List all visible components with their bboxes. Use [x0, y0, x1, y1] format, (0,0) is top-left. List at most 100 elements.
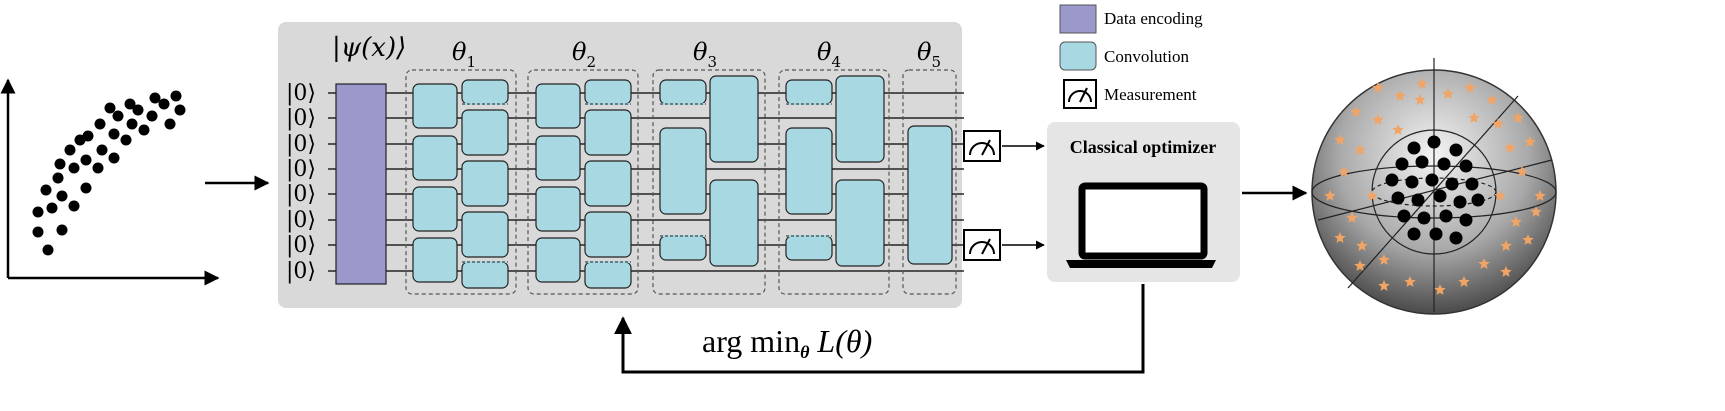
theta-5-label: θ5 — [917, 38, 941, 71]
scatter-point — [112, 110, 124, 122]
qubit-ket-label: |0⟩ — [286, 106, 316, 131]
scatter-point — [170, 90, 182, 102]
scatter-point — [56, 224, 68, 236]
classical-optimizer-panel: Classical optimizer — [1047, 122, 1240, 282]
sphere-dot — [1437, 157, 1451, 171]
scatter-point — [80, 154, 92, 166]
sphere-dot — [1415, 155, 1429, 169]
sphere-dot — [1459, 213, 1473, 227]
star-point — [1510, 216, 1522, 227]
convolution-gate — [584, 160, 632, 207]
sphere-dot — [1425, 173, 1439, 187]
feedback-loop: arg minθ L(θ) — [614, 284, 1145, 374]
star-point — [1404, 276, 1416, 287]
layer-5-box — [902, 69, 957, 295]
convolution-gates — [412, 75, 953, 289]
scatter-point — [120, 134, 132, 146]
star-point — [1504, 142, 1516, 153]
star-point — [1464, 82, 1476, 93]
quantum-circuit-panel: |ψ(x)⟩ θ1 θ2 θ3 θ4 θ5 |0⟩|0⟩|0⟩|0⟩|0⟩|0⟩… — [278, 22, 1001, 308]
sphere-dot — [1459, 159, 1473, 173]
scatter-point — [174, 104, 186, 116]
star-point — [1392, 124, 1404, 135]
theta-labels: θ1 θ2 θ3 θ4 θ5 — [452, 38, 941, 71]
layer-1-box — [405, 69, 517, 295]
star-point — [1350, 106, 1362, 117]
scatter-point — [80, 182, 92, 194]
qubit-ket-label: |0⟩ — [286, 233, 316, 258]
scatter-point — [108, 152, 120, 164]
scatter-point — [104, 102, 116, 114]
scatter-point — [64, 144, 76, 156]
star-point — [1524, 136, 1536, 147]
layer-4-box — [778, 69, 890, 295]
star-point — [1516, 166, 1528, 177]
star-point — [1500, 266, 1512, 277]
scatter-point — [56, 190, 68, 202]
star-point — [1372, 82, 1384, 93]
convolution-swatch — [1059, 41, 1097, 71]
data-encoding-swatch — [1059, 4, 1097, 34]
star-point — [1372, 114, 1384, 125]
scatter-point — [54, 158, 66, 170]
star-point — [1338, 166, 1350, 177]
theta-1-label: θ1 — [452, 38, 476, 71]
sphere-dot — [1427, 135, 1441, 149]
scatter-point — [42, 244, 54, 256]
convolution-gate — [535, 186, 581, 232]
star-point — [1366, 190, 1378, 201]
sphere-dot — [1407, 227, 1421, 241]
qubit-ket-label: |0⟩ — [286, 208, 316, 233]
sphere-dot — [1445, 177, 1459, 191]
sphere-dot — [1465, 177, 1479, 191]
star-point — [1512, 112, 1524, 123]
sphere-dot — [1397, 209, 1411, 223]
legend-data-encoding-label: Data encoding — [1104, 9, 1203, 28]
legend: Data encoding Convolution Measurement — [1059, 4, 1203, 109]
convolution-gate — [709, 179, 759, 267]
scatter-point — [40, 184, 52, 196]
convolution-gate — [535, 135, 581, 181]
convolution-gate — [461, 261, 509, 289]
scatter-point — [74, 134, 86, 146]
sphere-dot — [1453, 195, 1467, 209]
star-point — [1442, 88, 1454, 99]
convolution-gate — [709, 75, 759, 163]
layer-boxes — [405, 69, 957, 295]
qubit-initial-states: |0⟩|0⟩|0⟩|0⟩|0⟩|0⟩|0⟩|0⟩ — [286, 81, 316, 284]
scatter-point — [46, 202, 58, 214]
sphere-dot — [1439, 209, 1453, 223]
class-b-stars — [1324, 78, 1546, 295]
star-point — [1486, 94, 1498, 105]
star-point — [1378, 280, 1390, 291]
star-point — [1522, 234, 1534, 245]
sphere-dot — [1385, 173, 1399, 187]
legend-convolution-label: Convolution — [1104, 47, 1190, 66]
qubit-ket-label: |0⟩ — [286, 132, 316, 157]
scatter-point — [126, 118, 138, 130]
convolution-gate — [535, 83, 581, 129]
star-point — [1434, 284, 1446, 295]
convolution-gate — [659, 127, 707, 215]
star-point — [1394, 90, 1406, 101]
sphere-dot — [1391, 191, 1405, 205]
encoding-state-label: |ψ(x)⟩ — [332, 33, 406, 63]
convolution-gate — [412, 186, 458, 232]
convolution-gate — [461, 160, 509, 207]
star-point — [1356, 240, 1368, 251]
convolution-gate — [584, 261, 632, 289]
classification-sphere — [1311, 58, 1557, 315]
convolution-gate — [412, 237, 458, 283]
input-scatter-plot — [0, 78, 220, 286]
sphere-dot — [1407, 141, 1421, 155]
data-encoding-block — [335, 83, 387, 285]
sphere-dot — [1449, 231, 1463, 245]
star-point — [1416, 78, 1428, 89]
legend-measurement-label: Measurement — [1104, 85, 1197, 104]
star-point — [1346, 212, 1358, 223]
convolution-gate — [461, 211, 509, 258]
qubit-ket-label: |0⟩ — [286, 182, 316, 207]
optimizer-title: Classical optimizer — [1070, 137, 1216, 157]
scatter-point — [132, 104, 144, 116]
convolution-gate — [659, 79, 707, 105]
